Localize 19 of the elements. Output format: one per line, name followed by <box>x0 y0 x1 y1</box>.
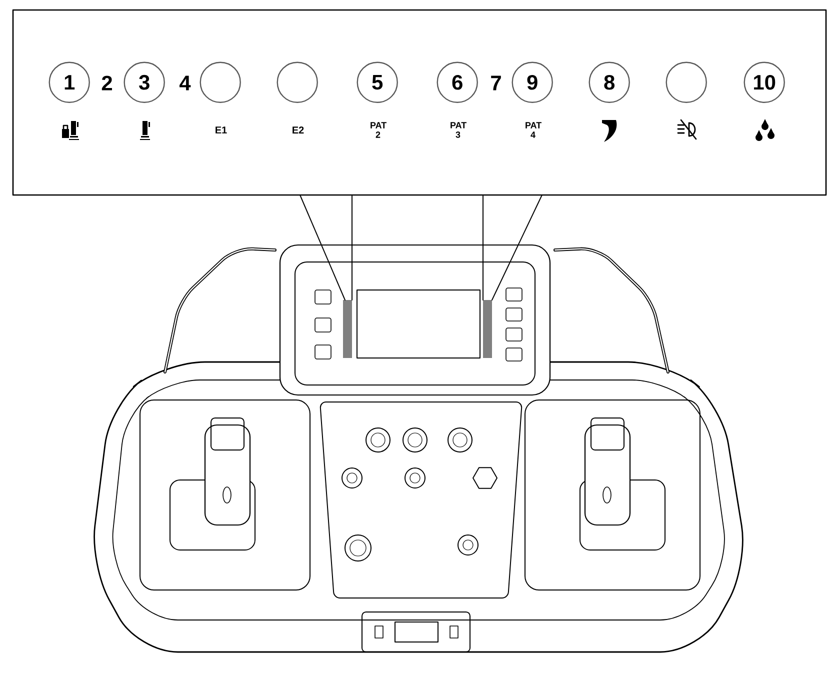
button-label: PAT 3 <box>450 122 466 138</box>
empty-circle <box>666 62 707 103</box>
empty-circle <box>200 62 241 103</box>
button-label: PAT 4 <box>526 122 542 138</box>
number-label: 2 <box>102 76 112 90</box>
callout-number: 10 <box>744 62 785 103</box>
callout-number: 5 <box>356 62 398 103</box>
callout-number: 8 <box>588 62 630 103</box>
callout-number: 6 <box>436 62 478 103</box>
callout-number: 3 <box>124 62 165 103</box>
button-label: E1 <box>216 126 227 134</box>
button-label: PAT 2 <box>370 122 386 138</box>
empty-circle <box>276 62 318 103</box>
number-label: 4 <box>180 76 191 90</box>
callout-number: 9 <box>512 62 553 103</box>
callout-number: 1 <box>48 62 90 103</box>
number-label: 7 <box>491 76 501 90</box>
callout-panel <box>12 9 827 196</box>
button-label: E2 <box>292 126 304 134</box>
